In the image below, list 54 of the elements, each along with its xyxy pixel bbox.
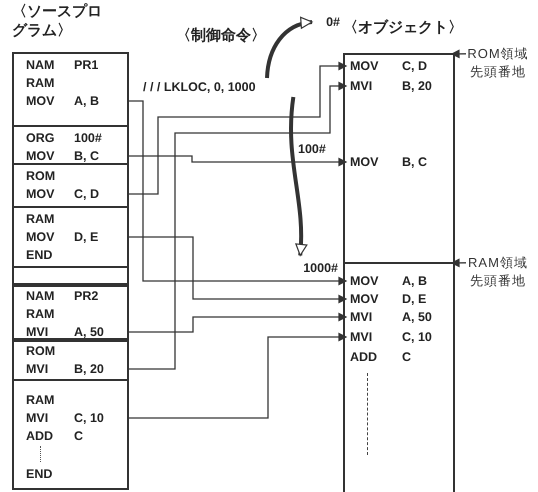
instruction: MOV C, D [350, 58, 428, 75]
instruction: MOV D, E [350, 291, 428, 308]
instruction: MVI B, 20 [350, 78, 433, 95]
code-line: MOV A, B [26, 93, 100, 110]
connector-arrow [129, 312, 347, 333]
region-note: ROM領域先頭番地 [466, 45, 530, 81]
code-line: ROM [26, 168, 56, 185]
connector-arrow [129, 155, 347, 166]
code-block [12, 125, 129, 165]
connector-arrow [129, 332, 347, 419]
control-command: / / / LKLOC, 0, 1000 [143, 79, 257, 96]
address-label: 0# [325, 14, 340, 31]
code-block [12, 52, 129, 127]
connector-arrow [129, 100, 347, 286]
code-line: MOV B, C [26, 148, 100, 165]
code-line: RAM [26, 392, 56, 409]
code-line: ORG 100# [26, 130, 103, 147]
connector-arrow [129, 82, 347, 370]
code-block [12, 163, 129, 208]
code-line: END [26, 466, 54, 483]
code-line: RAM [26, 306, 56, 323]
instruction: MVI A, 50 [350, 309, 433, 326]
region-note: RAM領域先頭番地 [467, 254, 529, 290]
code-line: END [26, 247, 54, 264]
code-line: MOV C, D [26, 186, 100, 203]
instruction: MOV A, B [350, 273, 428, 290]
code-block [12, 266, 129, 287]
address-label: 1000# [302, 260, 338, 277]
connector-arrow [129, 236, 347, 304]
instruction: ADD C [350, 349, 412, 366]
code-line: MVI C, 10 [26, 410, 105, 427]
section-heading: 〈制御命令〉 [176, 26, 266, 45]
hollow-curved-arrow [265, 17, 313, 78]
hollow-curved-arrow [289, 96, 308, 256]
code-line: MVI A, 50 [26, 324, 105, 341]
code-block [12, 379, 129, 490]
code-line: RAM [26, 211, 56, 228]
code-line: ROM [26, 343, 56, 360]
connector-arrow [129, 62, 347, 195]
column-heading: 〈ソースプログラム〉 [12, 2, 103, 40]
code-block [12, 283, 129, 342]
instruction: MVI C, 10 [350, 329, 433, 346]
code-block [12, 338, 129, 381]
column-heading: 〈オブジェクト〉 [342, 18, 464, 37]
pointer-arrow [451, 50, 466, 58]
code-block [12, 206, 129, 268]
instruction: MOV B, C [350, 154, 428, 171]
code-line: NAM PR2 [26, 288, 100, 305]
code-line: NAM PR1 [26, 57, 100, 74]
code-line: ADD C [26, 428, 84, 445]
code-line: MVI B, 20 [26, 361, 105, 378]
code-line: RAM [26, 75, 56, 92]
code-line: MOV D, E [26, 229, 100, 246]
address-label: 100# [298, 141, 326, 158]
